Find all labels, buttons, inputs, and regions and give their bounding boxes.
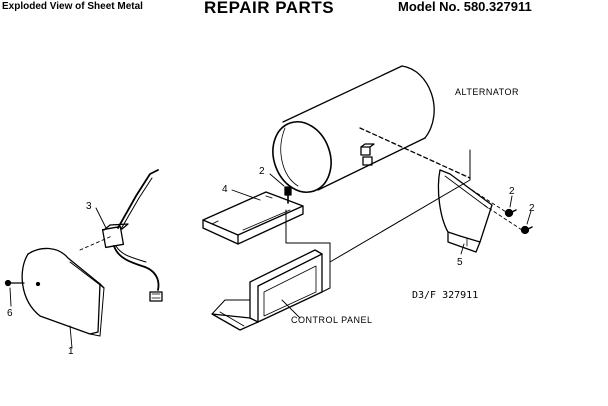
callout-2-bracket-b: 2 — [529, 203, 535, 214]
leader-4 — [231, 189, 261, 201]
callout-4: 4 — [222, 184, 228, 195]
top-cover-plate — [202, 191, 304, 245]
leader-3 — [95, 207, 107, 229]
header-center-title: REPAIR PARTS — [204, 0, 335, 17]
callout-1: 1 — [68, 346, 74, 357]
screw-top-cover — [284, 186, 292, 204]
callout-2-top-cover: 2 — [259, 166, 265, 177]
leader-2b — [509, 195, 513, 208]
callout-3: 3 — [86, 201, 92, 212]
alternator-cylinder — [272, 65, 435, 193]
control-panel — [211, 249, 331, 331]
label-alternator: ALTERNATOR — [455, 87, 519, 97]
label-drawing-number: D3/F 327911 — [412, 290, 478, 301]
leader-2a — [269, 173, 285, 187]
leader-6 — [9, 287, 12, 307]
terminal-block — [360, 143, 375, 166]
alternator-leader-line — [359, 127, 471, 179]
leader-5 — [460, 243, 465, 255]
header-left-title: Exploded View of Sheet Metal — [2, 1, 143, 12]
leader-control-panel — [281, 299, 301, 319]
side-panel — [21, 247, 105, 337]
leader-2c — [526, 210, 532, 225]
callout-2-bracket-a: 2 — [509, 186, 515, 197]
leader-1 — [69, 325, 73, 349]
label-control-panel: CONTROL PANEL — [291, 315, 373, 325]
header-model-number: Model No. 580.327911 — [398, 0, 532, 14]
screw-path-2 — [483, 204, 523, 231]
callout-6: 6 — [7, 308, 13, 319]
screw-end-bracket-2 — [520, 225, 533, 235]
screw-path-1 — [471, 189, 507, 213]
end-bracket — [437, 169, 493, 253]
harness-leader-dashed — [79, 235, 113, 251]
screw-end-bracket-1 — [504, 208, 517, 218]
callout-5: 5 — [457, 257, 463, 268]
wire-harness — [101, 169, 163, 302]
screw-side-panel — [4, 279, 25, 287]
mounting-outline — [285, 149, 471, 263]
